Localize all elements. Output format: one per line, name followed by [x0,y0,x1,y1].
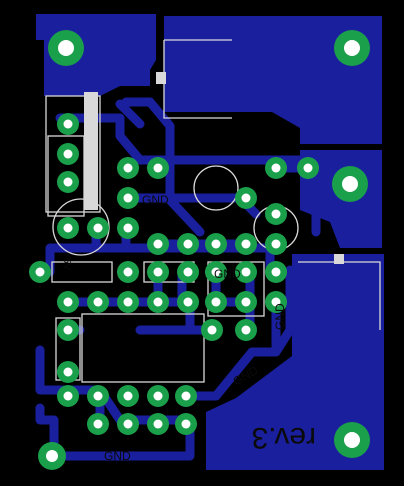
silk-cap-round [52,198,110,256]
silk-relay [207,261,265,317]
silk-ic [81,313,205,383]
pad [147,233,169,255]
pad [57,291,79,313]
pad [201,319,223,341]
connector-key [156,72,166,84]
pad [117,217,139,239]
mount-hole-top-right [334,30,370,66]
pad [57,217,79,239]
pad [205,291,227,313]
pad [205,233,227,255]
mount-hole-mid-right [332,166,368,202]
pad [57,385,79,407]
pad [117,261,139,283]
pad [57,319,79,341]
pad [205,261,227,283]
trace-8 [177,295,281,401]
trace-2 [121,97,205,237]
pad [235,233,257,255]
pad [265,233,287,255]
pour-bottom-right [206,254,384,470]
mounting-holes [38,30,370,470]
pad [265,291,287,313]
pad [87,217,109,239]
pad [117,187,139,209]
silk-connector-top [163,39,232,119]
mount-hole-bottom-right [334,422,370,458]
trace-11 [149,239,255,335]
gnd-label-4: GND [273,303,287,330]
pad [235,187,257,209]
regulator-tab [84,92,98,210]
pad [117,157,139,179]
pad [147,413,169,435]
gnd-label-1: GND [142,193,169,207]
silk-transistor [193,165,239,211]
pad [117,413,139,435]
pad [177,261,199,283]
pad [29,261,51,283]
pad [117,385,139,407]
pad [57,361,79,383]
silk-diode [51,261,113,283]
trace-6 [35,345,195,425]
pad [117,291,139,313]
trace-7 [35,403,195,461]
pad [87,385,109,407]
gnd-label-2: GND [214,267,241,281]
pad [265,261,287,283]
pads [29,113,319,435]
pad [147,261,169,283]
pad [57,171,79,193]
pad [265,203,287,225]
pad [177,233,199,255]
trace-12 [271,265,295,357]
gnd-label-3: GND [104,449,131,463]
pad [235,319,257,341]
pad [175,385,197,407]
pad [87,291,109,313]
silkscreen [45,39,381,383]
pad [297,157,319,179]
pad [87,413,109,435]
pad [147,157,169,179]
mount-hole-top-left [48,30,84,66]
pour-top-right [164,16,382,144]
trace-16 [115,99,145,129]
vcc-label: +5V [61,252,72,270]
copper-pours [36,14,384,472]
silk-connector-right [298,261,381,330]
pad [57,113,79,135]
pad [265,157,287,179]
pad [57,143,79,165]
pad [235,291,257,313]
pad [147,291,169,313]
pad [235,261,257,283]
pad [177,291,199,313]
connector-key-2 [334,254,344,264]
pad [147,385,169,407]
mount-hole-bottom-left [38,442,66,470]
silk-regulator [45,95,101,213]
revision-label: rev.3 [252,421,316,454]
pad [175,413,197,435]
